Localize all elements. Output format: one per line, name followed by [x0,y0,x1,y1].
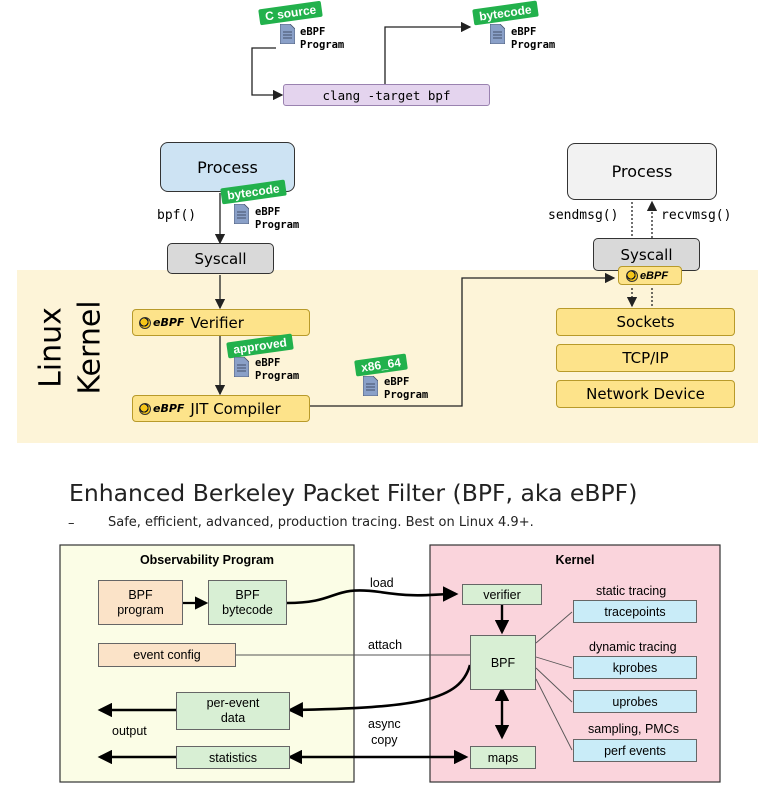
document-icon [234,357,249,377]
document-icon [490,24,505,44]
verifier-label: Verifier [190,313,244,332]
jit-compiler-box: eBPF JIT Compiler [132,395,310,422]
network-device-box: Network Device [556,380,735,408]
document-icon [363,376,378,396]
verifier-bottom-label: verifier [483,587,521,602]
document-icon [280,24,295,44]
kernel-title: Kernel [555,553,595,567]
sockets-box: Sockets [556,308,735,336]
ebpf-program-label: eBPF Program [384,376,429,401]
bpf-box: BPF [470,635,536,690]
observability-title: Observability Program [139,553,275,567]
tcpip-label: TCP/IP [622,349,669,367]
ebpf-hook-badge: eBPF [618,266,682,285]
statistics-label: statistics [209,750,257,765]
perf-events-label: perf events [604,743,666,758]
process-box-right: Process [567,143,717,200]
process-left-label: Process [197,157,258,177]
attach-label: attach [368,638,403,652]
ebpf-logo: eBPF [139,316,184,329]
bpf-program-label: BPF program [117,587,164,617]
page-title: Enhanced Berkeley Packet Filter (BPF, ak… [69,479,638,507]
static-tracing-label: static tracing [596,584,667,598]
bee-icon [625,269,638,282]
jit-compiler-label: JIT Compiler [190,399,281,418]
subtitle-dash: – [68,516,75,531]
output-label: output [112,724,147,738]
ebpf-logo: eBPF [625,269,668,282]
ebpf-logo: eBPF [139,402,184,415]
per-event-data-label: per-event data [206,696,260,725]
async-copy-label: async copy [368,717,401,747]
bpf-label: BPF [490,655,516,670]
syscall-box-left: Syscall [167,243,274,274]
bpf-program-box: BPF program [98,580,183,625]
sockets-label: Sockets [616,313,675,331]
ebpf-program-label: eBPF Program [255,357,300,382]
event-config-box: event config [98,643,236,667]
perf-events-box: perf events [573,739,697,762]
network-device-label: Network Device [586,385,705,403]
kernel-label-kernel: Kernel [72,300,108,395]
clang-command: clang -target bpf [322,87,451,103]
document-icon [234,204,249,224]
tracepoints-box: tracepoints [573,600,697,623]
recvmsg-label: recvmsg() [661,208,732,223]
tracepoints-label: tracepoints [604,604,666,619]
tcpip-box: TCP/IP [556,344,735,372]
maps-label: maps [487,750,519,765]
verifier-box: eBPF Verifier [132,309,310,336]
per-event-data-box: per-event data [176,692,290,730]
verifier-box-bottom: verifier [462,584,542,605]
syscall-right-label: Syscall [620,245,673,264]
dynamic-tracing-label: dynamic tracing [589,640,677,654]
syscall-left-label: Syscall [194,249,247,268]
process-right-label: Process [611,162,673,181]
kernel-label-linux: Linux [33,307,69,388]
bpf-bytecode-label: BPF bytecode [222,587,273,617]
bee-icon [139,316,151,329]
sendmsg-label: sendmsg() [548,208,619,223]
load-label: load [370,576,394,590]
bpf-bytecode-box: BPF bytecode [208,580,287,625]
ebpf-program-label: eBPF Program [300,26,345,51]
clang-command-box: clang -target bpf [283,84,490,106]
kprobes-box: kprobes [573,656,697,679]
uprobes-label: uprobes [612,694,658,709]
maps-box: maps [470,746,536,769]
event-config-label: event config [133,648,201,662]
ebpf-program-label: eBPF Program [511,26,556,51]
sampling-pmcs-label: sampling, PMCs [588,722,679,736]
bpf-syscall-label: bpf() [157,208,197,223]
ebpf-program-label: eBPF Program [255,206,300,231]
syscall-box-right: Syscall [593,238,700,271]
kprobes-label: kprobes [612,660,658,675]
uprobes-box: uprobes [573,690,697,713]
subtitle: Safe, efficient, advanced, production tr… [108,515,534,530]
bee-icon [139,402,151,415]
statistics-box: statistics [176,746,290,769]
